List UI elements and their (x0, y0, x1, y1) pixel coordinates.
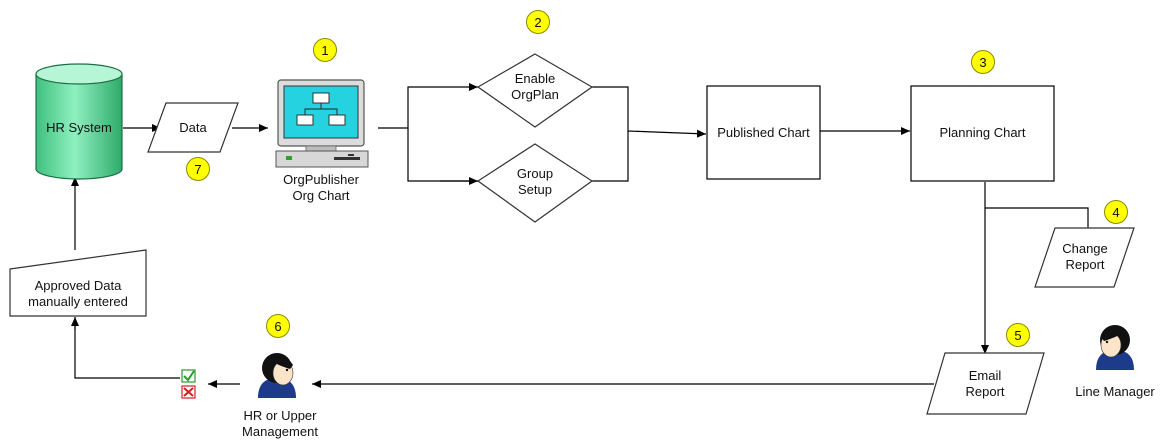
hr-system-cylinder (35, 63, 123, 180)
badge-3: 3 (971, 50, 995, 74)
line-group-to-published (592, 131, 629, 182)
enable-orgplan-diamond (476, 53, 594, 128)
reject-checkbox-icon (181, 385, 196, 399)
published-chart-box (706, 85, 821, 180)
arrow-to-enable-orgplan (378, 83, 478, 129)
email-report-shape (926, 352, 1045, 415)
change-report-shape (1034, 227, 1135, 288)
computer-icon (275, 79, 369, 168)
data-label: Data (179, 120, 207, 135)
badge-1: 1 (313, 38, 337, 62)
planning-chart-label: Planning Chart (939, 125, 1026, 140)
published-chart-label: Published Chart (717, 125, 810, 140)
badge-6: 6 (266, 314, 290, 338)
planning-chart-box (910, 85, 1055, 182)
line-manager-icon (1096, 325, 1134, 370)
badge-5: 5 (1006, 323, 1030, 347)
arrow-enable-to-published (592, 86, 707, 138)
badge-2: 2 (526, 10, 550, 34)
approved-data-shape (9, 249, 147, 317)
badge-7: 7 (186, 157, 210, 181)
arrow-to-group-setup (407, 128, 478, 182)
line-to-change-report (985, 207, 1089, 228)
data-shape (147, 102, 239, 153)
hr-person-icon (258, 353, 296, 398)
arrow-approve-to-approved-data (74, 317, 180, 379)
hr-system-label: HR System (46, 120, 112, 135)
group-setup-diamond (476, 143, 594, 223)
approve-checkbox-icon (181, 369, 196, 383)
line-manager-label: Line Manager (1075, 384, 1155, 399)
connectors (71, 83, 1089, 388)
badge-4: 4 (1104, 200, 1128, 224)
